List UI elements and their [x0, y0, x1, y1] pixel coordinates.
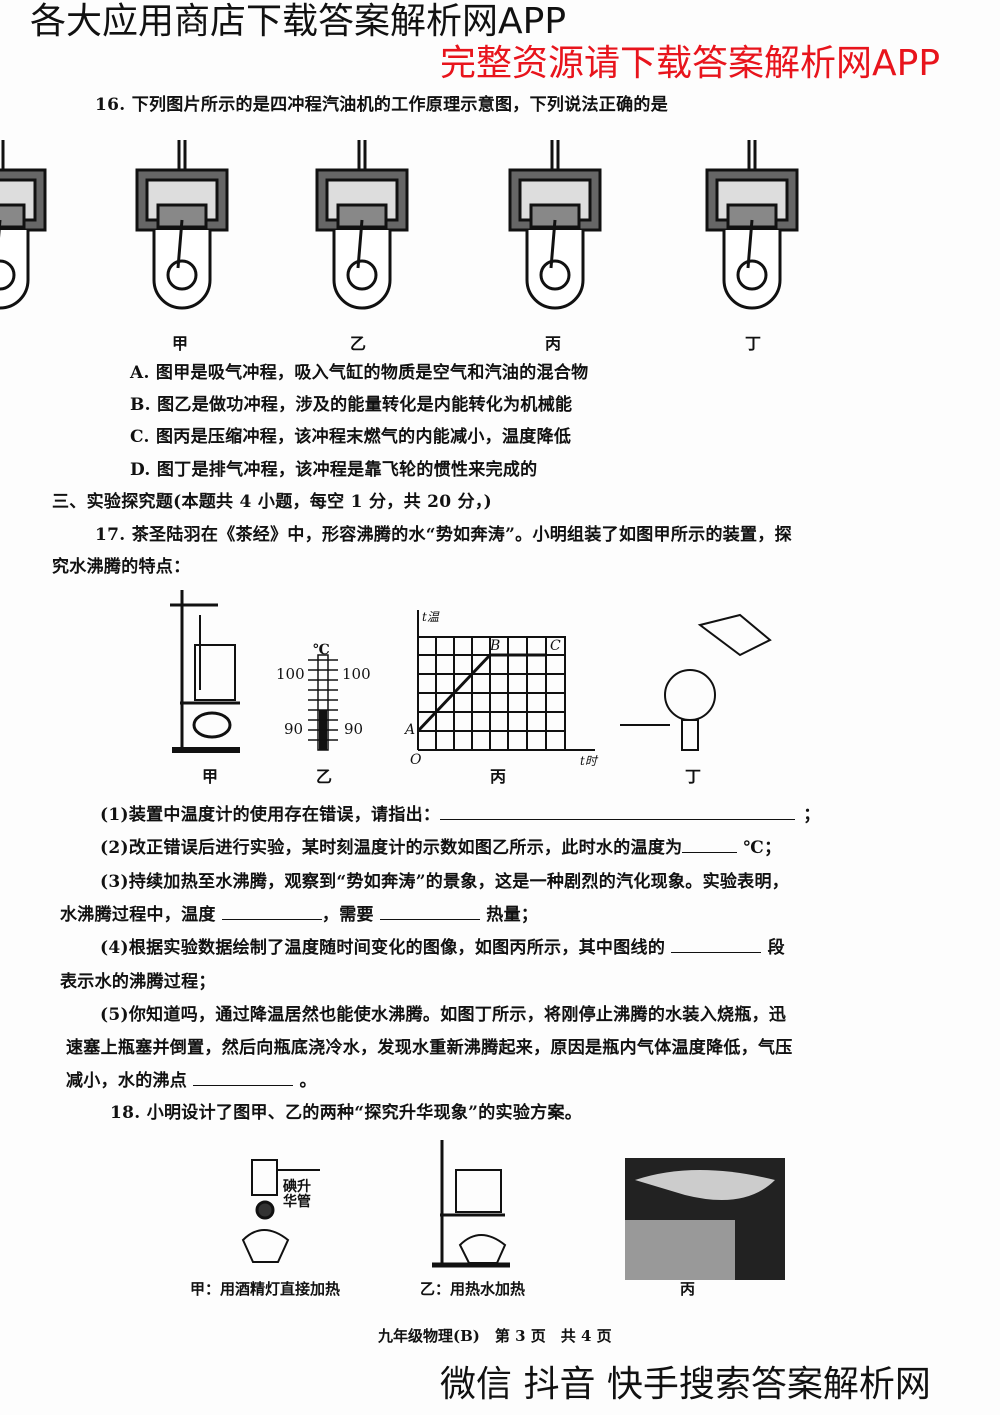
q16-stem: 16. 下列图片所示的是四冲程汽油机的工作原理示意图，下列说法正确的是 — [95, 95, 668, 115]
q17-part4-line1: (4)根据实验数据绘制了温度随时间变化的图像，如图丙所示，其中图线的 段 — [100, 933, 785, 958]
q18-stem: 18. 小明设计了图甲、乙的两种“探究升华现象”的实验方案。 — [110, 1103, 583, 1123]
engine-copies — [135, 138, 799, 310]
fig17-label-yi: 乙 — [316, 767, 333, 786]
iodine-tube-label-2: 华管 — [283, 1194, 311, 1210]
answer-blank-3[interactable] — [221, 905, 322, 920]
q17-part5-text: 减小，水的沸点 — [66, 1071, 188, 1091]
engine-diagrams — [0, 140, 47, 310]
q18-caption-c: 丙 — [680, 1280, 696, 1298]
q16-option-d: D. 图丁是排气冲程，该冲程是靠飞轮的惯性来完成的 — [130, 460, 538, 480]
q17-part2-text: (2)改正错误后进行实验，某时刻温度计的示数如图乙所示，此时水的温度为 — [100, 838, 683, 858]
answer-blank-1[interactable] — [440, 805, 796, 820]
thermometer-tick-90-right: 90 — [344, 720, 364, 738]
thermometer-tick-100-right: 100 — [342, 665, 371, 683]
q18-caption-b: 乙：用热水加热 — [420, 1280, 526, 1298]
graph-x-axis-label: t时 — [580, 754, 597, 768]
iodine-tube-label-1: 碘升 — [283, 1179, 311, 1195]
q17-part1-text: (1)装置中温度计的使用存在错误，请指出： — [100, 805, 441, 825]
q17-part2: (2)改正错误后进行实验，某时刻温度计的示数如图乙所示，此时水的温度为 ℃； — [100, 833, 781, 858]
thermometer-tick-90-left: 90 — [284, 720, 304, 738]
thermometer-tick-100-left: 100 — [276, 665, 305, 683]
q17-part3-a: 水沸腾过程中，温度 — [60, 905, 216, 925]
fig17-label-bing: 丙 — [490, 767, 507, 786]
section-heading: 三、实验探究题(本题共 4 小题，每空 1 分，共 20 分，) — [52, 492, 493, 512]
q16-option-a: A. 图甲是吸气冲程，吸入气缸的物质是空气和汽油的混合物 — [130, 363, 589, 383]
thermometer-unit: ℃ — [313, 642, 330, 658]
q17-stem-1: 17. 茶圣陆羽在《茶经》中，形容沸腾的水“势如奔涛”。小明组装了如图甲所示的装… — [95, 525, 792, 545]
q18-caption-a: 甲：用酒精灯直接加热 — [190, 1280, 341, 1298]
q17-part3-b: ，需要 — [321, 905, 374, 925]
q17-part1: (1)装置中温度计的使用存在错误，请指出： ； — [100, 800, 821, 825]
q17-part5-end: 。 — [299, 1071, 317, 1091]
q17-stem-2: 究水沸腾的特点： — [52, 557, 191, 577]
graph-point-c: C — [550, 638, 561, 654]
answer-blank-5[interactable] — [671, 938, 762, 953]
graph-y-axis-label: t温 — [422, 610, 439, 624]
graph-point-a: A — [405, 722, 416, 738]
graph-point-b: B — [490, 638, 501, 654]
answer-blank-6[interactable] — [193, 1071, 294, 1086]
fig17-label-jia: 甲 — [202, 767, 219, 786]
q17-part3-c: 热量； — [486, 905, 539, 925]
engine-label-yi: 乙 — [350, 334, 367, 353]
q16-option-b: B. 图乙是做功冲程，涉及的能量转化是内能转化为机械能 — [130, 395, 573, 415]
watermark-bottom: 微信 抖音 快手搜索答案解析网 — [440, 1364, 931, 1405]
fig17-label-ding: 丁 — [685, 767, 702, 786]
q17-figures — [170, 590, 772, 753]
page-footer: 九年级物理(B) 第 3 页 共 4 页 — [378, 1327, 612, 1345]
q17-part5-line3: 减小，水的沸点 。 — [66, 1066, 317, 1091]
answer-blank-4[interactable] — [380, 905, 481, 920]
q17-part4-line2: 表示水的沸腾过程； — [60, 972, 216, 992]
q17-part1-end: ； — [803, 805, 821, 825]
engine-label-bing: 丙 — [545, 334, 562, 353]
q17-part4-text: (4)根据实验数据绘制了温度随时间变化的图像，如图丙所示，其中图线的 — [100, 938, 666, 958]
answer-blank-2[interactable] — [682, 838, 738, 853]
engine-label-jia: 甲 — [172, 334, 189, 353]
engine-label-ding: 丁 — [745, 334, 762, 353]
iodine-tube-label: 碘升华管 — [283, 1180, 311, 1210]
q16-option-c: C. 图丙是压缩冲程，该冲程末燃气的内能减小，温度降低 — [130, 427, 572, 447]
q17-part4-end: 段 — [767, 938, 785, 958]
q17-part5-line1: (5)你知道吗，通过降温居然也能使水沸腾。如图丁所示，将刚停止沸腾的水装入烧瓶，… — [100, 1005, 787, 1025]
q17-part5-line2: 速塞上瓶塞并倒置，然后向瓶底浇冷水，发现水重新沸腾起来，原因是瓶内气体温度降低，… — [66, 1038, 793, 1058]
q17-part3-line1: (3)持续加热至水沸腾，观察到“势如奔涛”的景象，这是一种剧烈的汽化现象。实验表… — [100, 872, 790, 892]
graph-origin-label: O — [410, 752, 422, 768]
q17-part2-end: ℃； — [743, 838, 782, 858]
q18-figures — [241, 1140, 785, 1280]
q17-part3-line2: 水沸腾过程中，温度 ，需要 热量； — [60, 900, 538, 925]
